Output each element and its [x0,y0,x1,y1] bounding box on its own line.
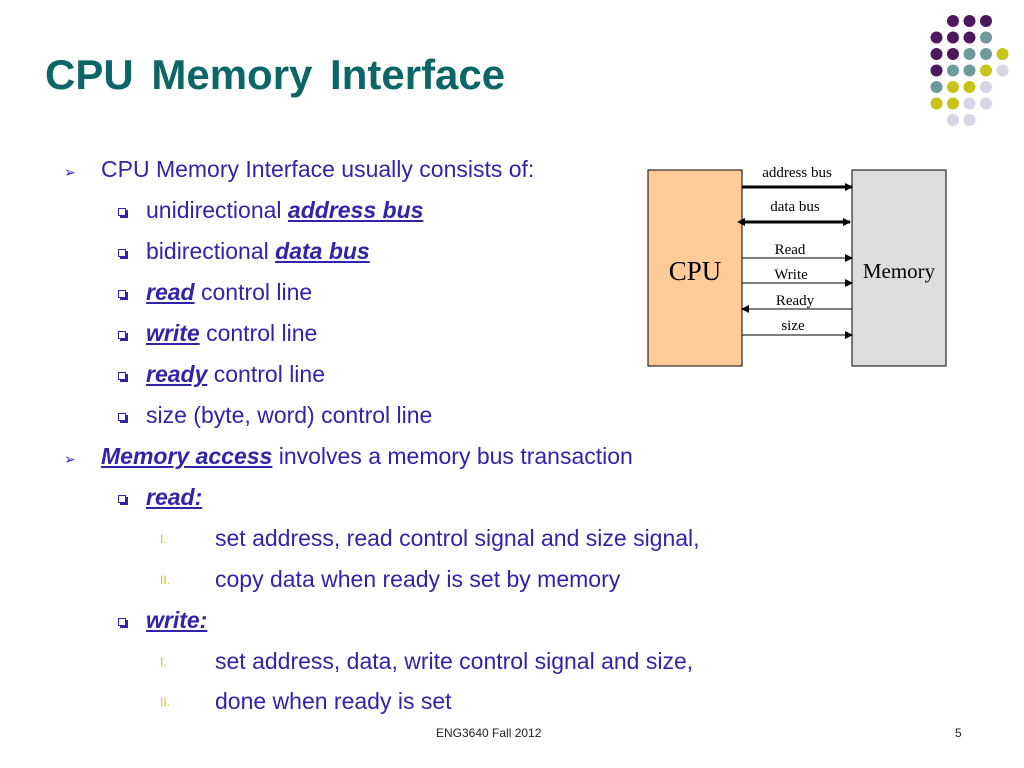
read-signal-label: Read [775,242,806,258]
decorative-dot [930,48,943,60]
square-bullet-icon [118,331,128,341]
decorative-dot [947,48,959,60]
item-read-line: read control line [146,279,313,305]
read-step-2: copy data when ready is set by memory [215,566,621,592]
decorative-dot [963,64,976,77]
decorative-dot [947,97,959,110]
slide-title: CPU Memory Interface [45,51,506,98]
roman-numeral: I. [160,655,167,669]
memory-label: Memory [863,259,936,283]
decorative-dot [980,15,992,27]
bullet-memory-access: Memory access involves a memory bus tran… [101,443,633,469]
write-label: write: [146,607,208,633]
square-bullet-icon [118,495,128,505]
item-size-line: size (byte, word) control line [146,402,433,428]
decorative-dot [930,31,943,44]
arrow-bullet-icon: ➢ [64,451,76,467]
decorative-dot [963,97,976,110]
square-bullet-icon [118,208,128,218]
data-bus-label: data bus [770,199,820,215]
read-step-1: set address, read control signal and siz… [215,525,700,551]
roman-numeral: II. [160,695,171,709]
square-bullet-icon [118,249,128,259]
decorative-dot [947,15,959,27]
roman-numeral: I. [160,532,167,546]
decorative-dot [996,64,1009,77]
write-step-2: done when ready is set [215,688,452,714]
decorative-dot [980,48,992,60]
cpu-memory-diagram: CPU Memory address bus data bus Read Wri… [647,165,947,367]
page-number: 5 [955,726,962,740]
decorative-dot [947,81,959,93]
arrow-bullet-icon: ➢ [64,164,76,180]
item-write-line: write control line [146,320,318,346]
decorative-dot [947,114,959,126]
decorative-dot [947,64,959,77]
decorative-dot [980,97,992,110]
address-bus-label: address bus [762,165,832,181]
decorative-dot [930,97,943,110]
square-bullet-icon [118,372,128,382]
cpu-box [647,169,743,367]
decorative-dot [963,48,976,60]
decorative-dot [947,31,959,44]
decorative-dot [963,31,976,44]
decorative-dot-grid [930,15,1009,126]
roman-numeral: II. [160,573,171,587]
decorative-dot [980,31,992,44]
square-bullet-icon [118,290,128,300]
decorative-dot [963,15,976,27]
item-address-bus: unidirectional address bus [146,197,424,223]
decorative-dot [980,64,992,77]
cpu-label: CPU [669,256,722,286]
bullet-interface-consists: CPU Memory Interface usually consists of… [101,156,535,182]
memory-box [851,169,947,367]
ready-signal-label: Ready [776,293,815,309]
square-bullet-icon [118,413,128,423]
decorative-dot [930,81,943,93]
square-bullet-icon [118,618,128,628]
size-signal-label: size [781,318,805,334]
decorative-dot [996,48,1009,60]
item-ready-line: ready control line [146,361,325,387]
item-data-bus: bidirectional data bus [146,238,370,264]
decorative-dot [980,81,992,93]
footer-text: ENG3640 Fall 2012 [436,726,542,740]
decorative-dot [930,64,943,77]
decorative-dot [963,81,976,93]
write-signal-label: Write [774,267,808,283]
write-step-1: set address, data, write control signal … [215,648,694,674]
read-label: read: [146,484,203,510]
decorative-dot [963,114,976,126]
